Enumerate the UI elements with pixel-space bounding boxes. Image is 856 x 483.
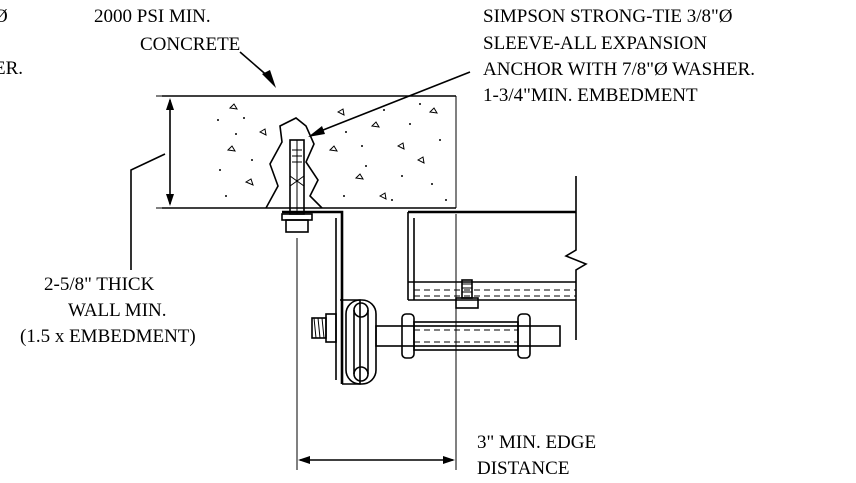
anchor-label-line3: ANCHOR WITH 7/8"Ø WASHER. — [483, 59, 755, 80]
roller-wheel — [345, 299, 377, 385]
wall-label-line1: 2-5/8" THICK — [44, 274, 155, 295]
edge-distance-dimension — [296, 214, 457, 470]
edge-label-line2: DISTANCE — [477, 458, 569, 479]
concrete-label-line2: CONCRETE — [140, 34, 240, 55]
wall-leader — [130, 153, 166, 270]
axle-assembly — [375, 313, 561, 359]
anchor-label-line1: SIMPSON STRONG-TIE 3/8"Ø — [483, 6, 733, 27]
concrete-label-line1: 2000 PSI MIN. — [94, 6, 211, 27]
bracket-bolt — [311, 313, 337, 343]
expansion-anchor — [281, 139, 313, 233]
anchor-label-line4: 1-3/4"MIN. EMBEDMENT — [483, 85, 698, 106]
clipped-label-mid: ER. — [0, 58, 23, 79]
clipped-label-top: Ø — [0, 6, 8, 27]
wall-label-line3: (1.5 x EMBEDMENT) — [20, 326, 196, 347]
anchor-label-line2: SLEEVE-ALL EXPANSION — [483, 33, 707, 54]
drill-hole-outline — [265, 117, 323, 209]
mounting-bracket — [282, 210, 361, 385]
concrete-leader-arrow — [262, 70, 276, 88]
anchor-leader — [317, 71, 471, 133]
set-screw — [455, 279, 479, 309]
door-rail — [407, 176, 588, 340]
wall-label-line2: WALL MIN. — [68, 300, 167, 321]
concrete-slab — [162, 95, 457, 209]
anchor-leader-arrow — [308, 126, 325, 137]
edge-label-line1: 3" MIN. EDGE — [477, 432, 596, 453]
wall-thickness-dimension — [156, 95, 180, 209]
